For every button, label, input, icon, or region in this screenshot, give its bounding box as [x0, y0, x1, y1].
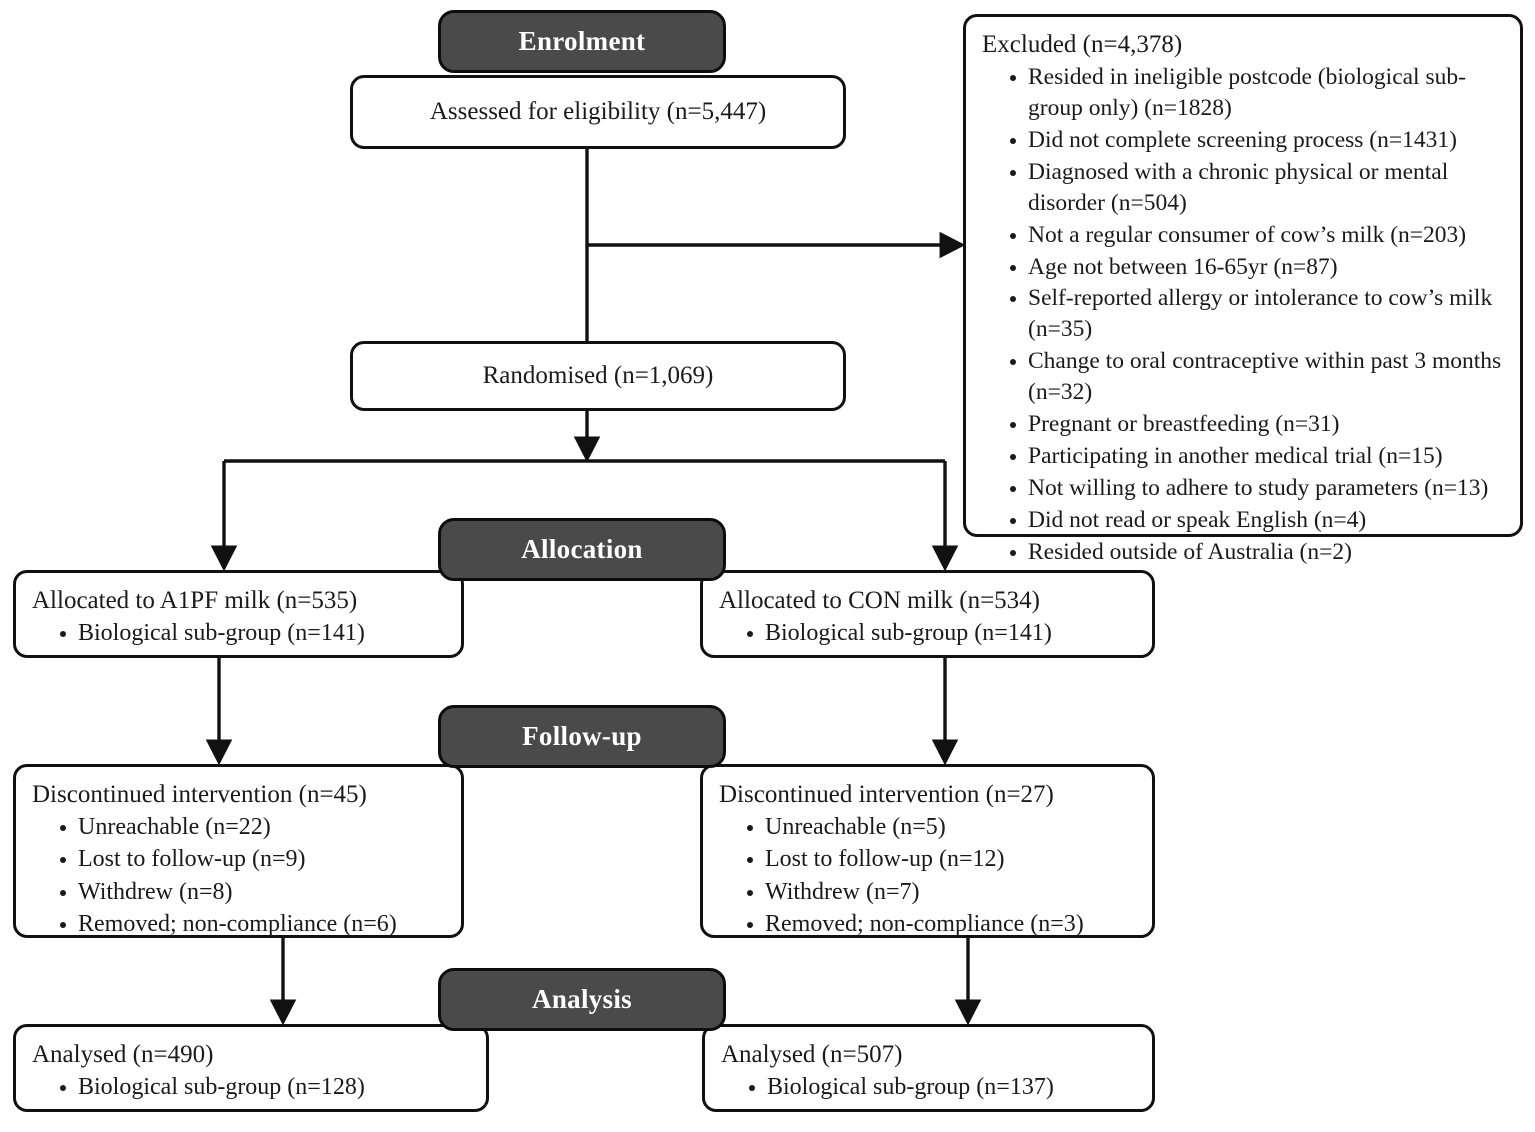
stage-banner-followup-label: Follow-up	[522, 721, 642, 751]
assessed-for-eligibility-label: Assessed for eligibility (n=5,447)	[429, 98, 767, 126]
followup-a1pf-title: Discontinued intervention (n=45)	[32, 781, 367, 808]
analysis-box-a1pf: Analysed (n=490) Biological sub-group (n…	[13, 1024, 489, 1112]
analysis-a1pf-list: Biological sub-group (n=128)	[32, 1072, 470, 1103]
list-item: Withdrew (n=7)	[743, 877, 1136, 908]
stage-banner-allocation: Allocation	[438, 518, 726, 581]
allocation-box-a1pf: Allocated to A1PF milk (n=535) Biologica…	[13, 570, 464, 658]
allocation-a1pf-title: Allocated to A1PF milk (n=535)	[32, 587, 358, 614]
analysis-con-title: Analysed (n=507)	[721, 1041, 903, 1068]
list-item: Self-reported allergy or intolerance to …	[1006, 283, 1504, 345]
stage-banner-enrolment: Enrolment	[438, 10, 726, 73]
followup-a1pf-list: Unreachable (n=22) Lost to follow-up (n=…	[32, 812, 445, 940]
stage-banner-enrolment-label: Enrolment	[518, 26, 646, 56]
followup-box-a1pf: Discontinued intervention (n=45) Unreach…	[13, 764, 464, 938]
stage-banner-allocation-label: Allocation	[521, 534, 643, 564]
analysis-a1pf-title: Analysed (n=490)	[32, 1041, 214, 1068]
followup-con-list: Unreachable (n=5) Lost to follow-up (n=1…	[719, 812, 1136, 940]
list-item: Not willing to adhere to study parameter…	[1006, 473, 1504, 504]
stage-banner-analysis-label: Analysis	[532, 984, 632, 1014]
list-item: Biological sub-group (n=137)	[745, 1072, 1136, 1103]
list-item: Not a regular consumer of cow’s milk (n=…	[1006, 220, 1504, 251]
assessed-for-eligibility-box: Assessed for eligibility (n=5,447)	[350, 75, 846, 149]
list-item: Removed; non-compliance (n=6)	[56, 909, 445, 940]
list-item: Change to oral contraceptive within past…	[1006, 346, 1504, 408]
list-item: Removed; non-compliance (n=3)	[743, 909, 1136, 940]
followup-con-title: Discontinued intervention (n=27)	[719, 781, 1054, 808]
allocation-a1pf-list: Biological sub-group (n=141)	[32, 618, 445, 649]
list-item: Withdrew (n=8)	[56, 877, 445, 908]
list-item: Unreachable (n=22)	[56, 812, 445, 843]
randomised-box: Randomised (n=1,069)	[350, 341, 846, 411]
excluded-title: Excluded (n=4,378)	[982, 31, 1183, 58]
list-item: Resided in ineligible postcode (biologic…	[1006, 62, 1504, 124]
excluded-box: Excluded (n=4,378) Resided in ineligible…	[963, 14, 1523, 565]
list-item: Participating in another medical trial (…	[1006, 441, 1504, 472]
randomised-label: Randomised (n=1,069)	[482, 362, 714, 390]
list-item: Diagnosed with a chronic physical or men…	[1006, 157, 1504, 219]
list-item: Did not read or speak English (n=4)	[1006, 505, 1504, 536]
list-item: Biological sub-group (n=128)	[56, 1072, 470, 1103]
stage-banner-analysis: Analysis	[438, 968, 726, 1031]
list-item: Unreachable (n=5)	[743, 812, 1136, 843]
list-item: Age not between 16-65yr (n=87)	[1006, 252, 1504, 283]
allocation-con-list: Biological sub-group (n=141)	[719, 618, 1136, 649]
list-item: Lost to follow-up (n=12)	[743, 844, 1136, 875]
list-item: Resided outside of Australia (n=2)	[1006, 537, 1504, 568]
analysis-box-con: Analysed (n=507) Biological sub-group (n…	[702, 1024, 1155, 1112]
allocation-con-title: Allocated to CON milk (n=534)	[719, 587, 1040, 614]
allocation-box-con: Allocated to CON milk (n=534) Biological…	[700, 570, 1155, 658]
list-item: Did not complete screening process (n=14…	[1006, 125, 1504, 156]
list-item: Lost to follow-up (n=9)	[56, 844, 445, 875]
excluded-reasons-list: Resided in ineligible postcode (biologic…	[982, 62, 1504, 567]
list-item: Biological sub-group (n=141)	[56, 618, 445, 649]
stage-banner-followup: Follow-up	[438, 705, 726, 768]
list-item: Pregnant or breastfeeding (n=31)	[1006, 409, 1504, 440]
analysis-con-list: Biological sub-group (n=137)	[721, 1072, 1136, 1103]
followup-box-con: Discontinued intervention (n=27) Unreach…	[700, 764, 1155, 938]
list-item: Biological sub-group (n=141)	[743, 618, 1136, 649]
